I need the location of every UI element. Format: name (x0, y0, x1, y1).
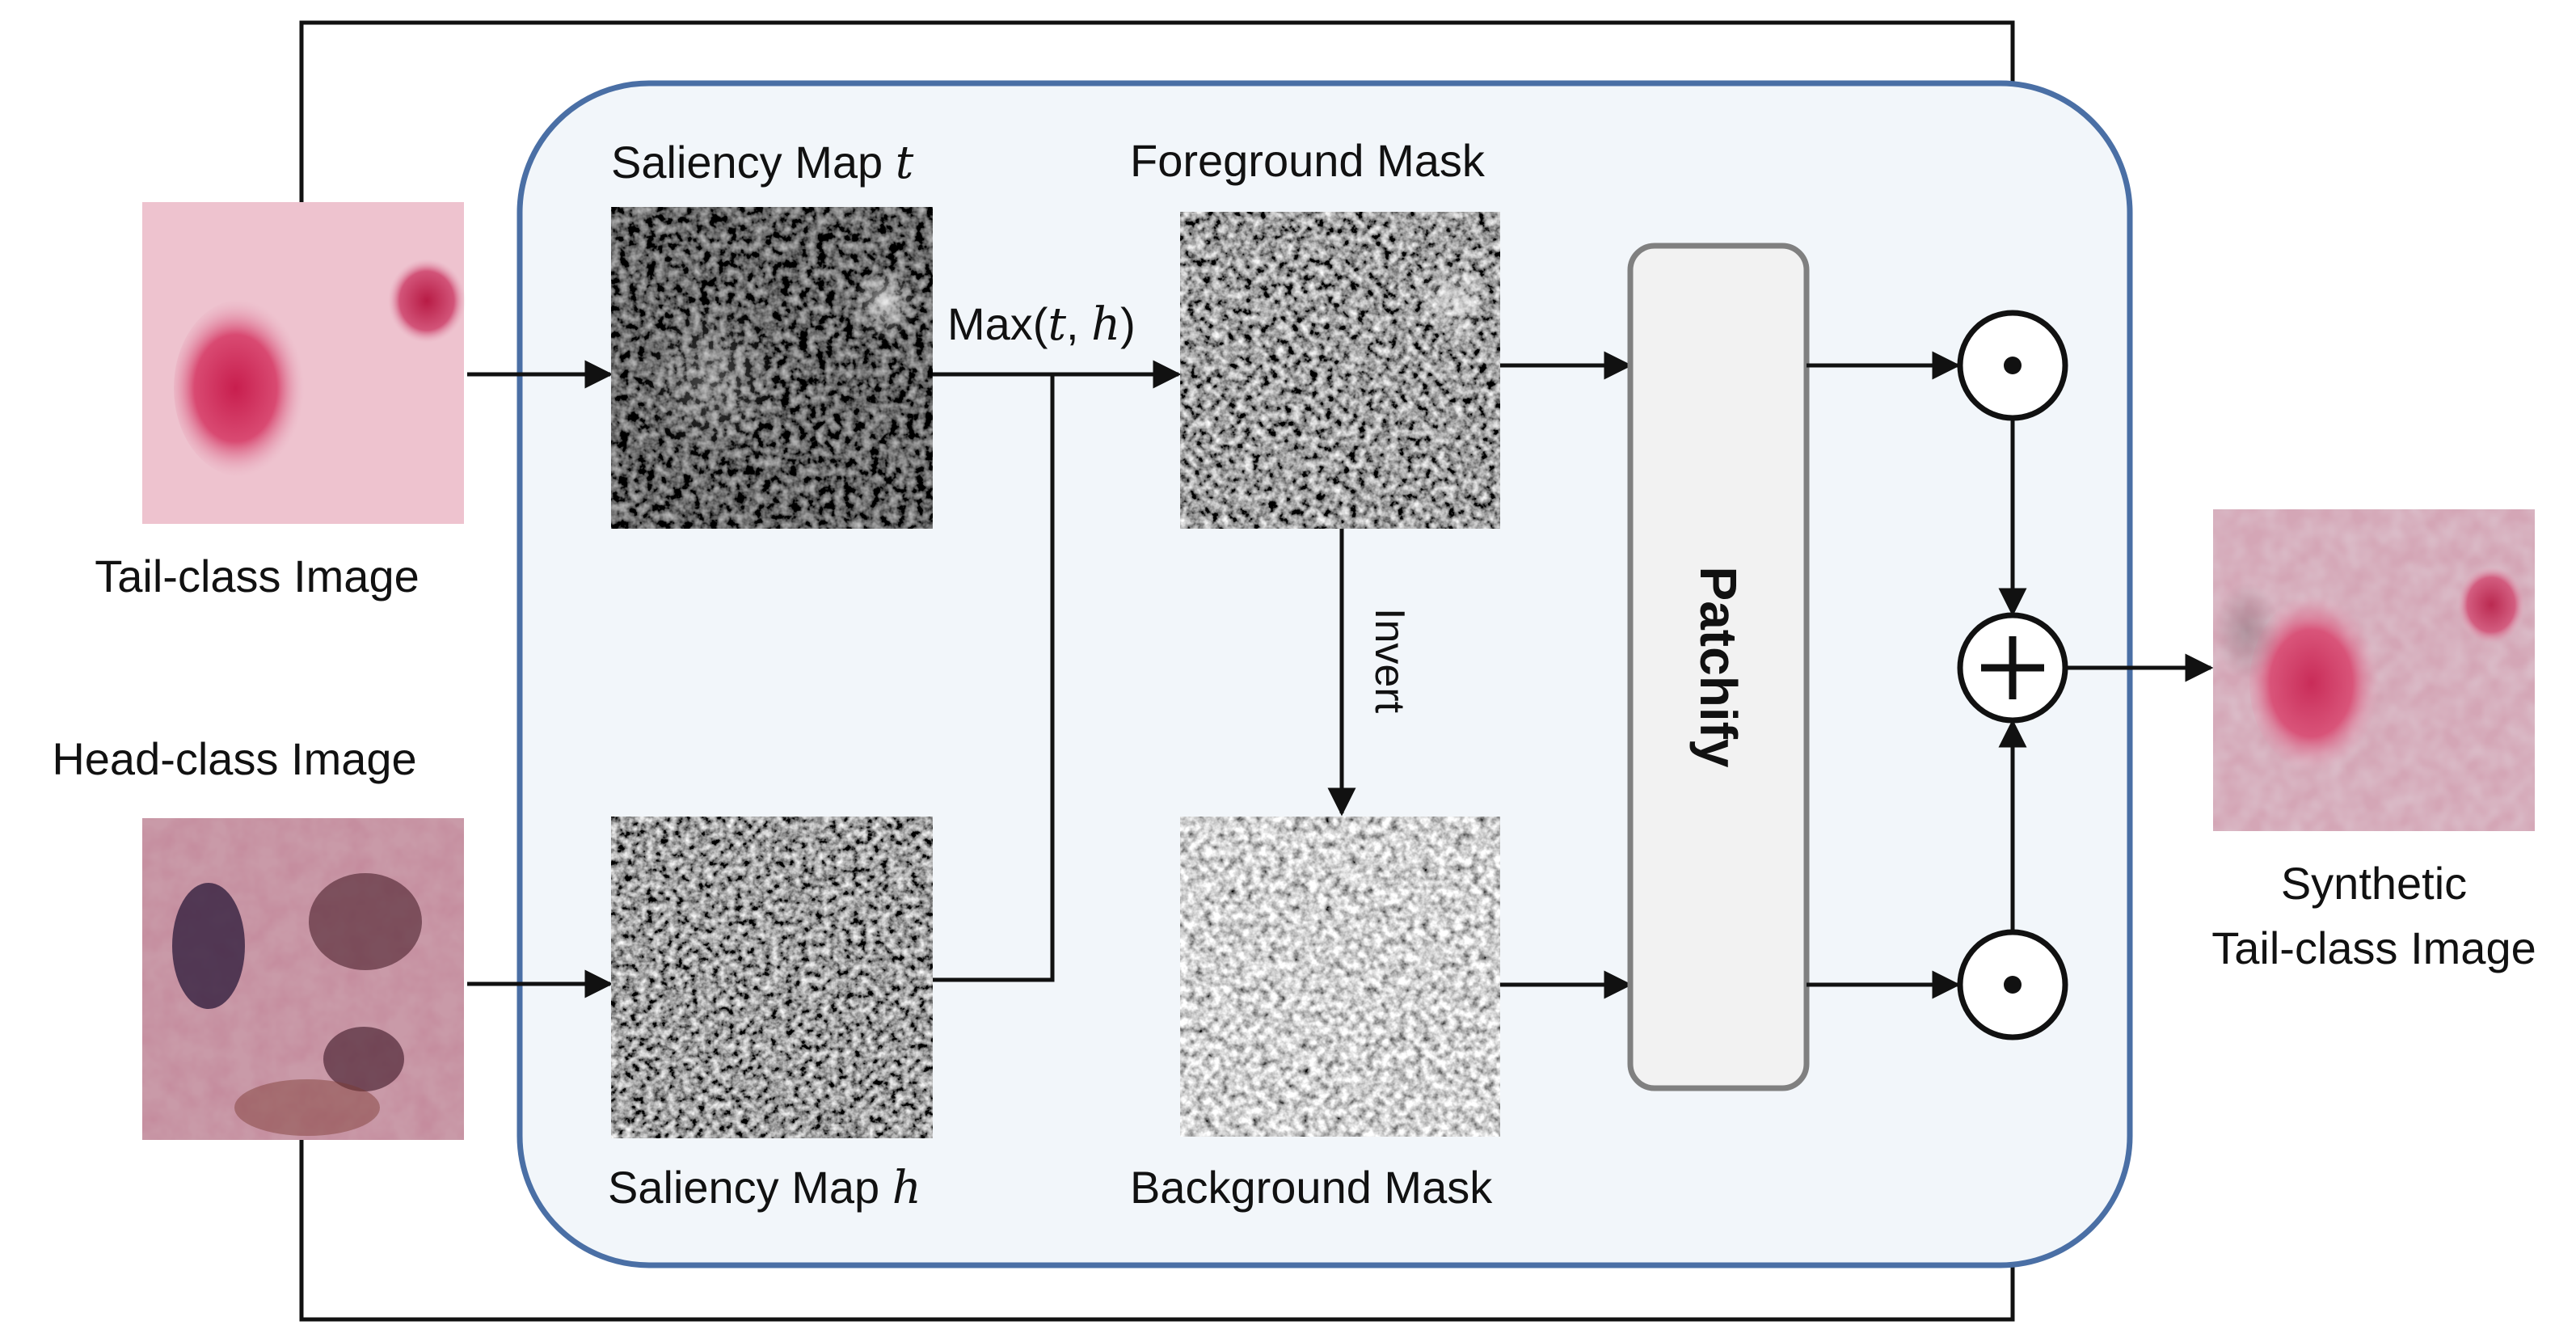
head-class-skin-image (142, 818, 464, 1140)
background-mask-label: Background Mask (1130, 1162, 1493, 1213)
patchify-block (1627, 243, 1810, 1091)
synthetic-skin-image (2213, 509, 2535, 831)
patchify-label: Patchify (1689, 567, 1748, 768)
saliency-map-h-label: Saliency Map h (608, 1162, 921, 1214)
max-operation-lines (933, 360, 1182, 982)
synthetic-label-line1: Synthetic (2281, 858, 2467, 909)
synthetic-label-line2: Tail-class Image (2211, 922, 2536, 973)
bottom-multiply-operator (1957, 929, 2068, 1040)
saliency-map-t-image (611, 207, 933, 529)
foreground-mask-label: Foreground Mask (1130, 135, 1486, 186)
background-mask-image (1180, 817, 1500, 1137)
saliency-map-t-label: Saliency Map t (611, 137, 914, 189)
max-operation-label: Max(t, h) (947, 298, 1136, 351)
head-class-image-label: Head-class Image (52, 733, 416, 784)
add-operator (1957, 612, 2068, 724)
tail-class-image-label: Tail-class Image (95, 551, 419, 601)
invert-label: Invert (1366, 608, 1413, 714)
tail-class-skin-image (142, 202, 466, 524)
foreground-mask-image (1180, 212, 1500, 529)
top-multiply-operator (1957, 310, 2068, 421)
saliency-map-h-image (611, 817, 933, 1138)
